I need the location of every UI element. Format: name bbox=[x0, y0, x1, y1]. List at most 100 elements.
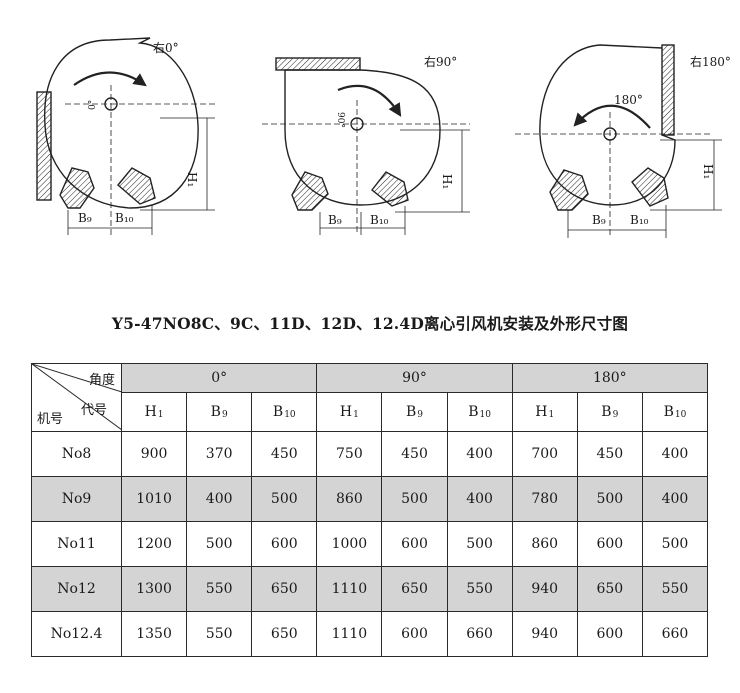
angle-group-header: 180° bbox=[511, 363, 709, 393]
support-left bbox=[549, 169, 589, 211]
table-cell: 700 bbox=[511, 431, 578, 477]
table-corner-cell: 角度 代号 机号 bbox=[31, 363, 122, 432]
center-angle-label-180: 180° bbox=[614, 93, 643, 107]
table-cell: 500 bbox=[381, 476, 448, 522]
table-cell: 940 bbox=[511, 611, 578, 657]
table-cell: 600 bbox=[251, 521, 318, 567]
support-right bbox=[371, 171, 409, 207]
table-cell: 1110 bbox=[316, 611, 383, 657]
table-cell: 650 bbox=[251, 566, 318, 612]
table-row: No12.4 1350 550 650 1110 600 660 940 600… bbox=[31, 611, 709, 657]
table-header-angles: 角度 代号 机号 0° 90° 180° bbox=[31, 363, 709, 432]
fan-diagram-0deg bbox=[36, 37, 215, 235]
support-right bbox=[117, 167, 156, 205]
table-cell: 400 bbox=[446, 431, 513, 477]
table-cell: 600 bbox=[381, 611, 448, 657]
column-header: H1 bbox=[511, 392, 578, 432]
table-cell: 550 bbox=[641, 566, 709, 612]
table-cell: 650 bbox=[381, 566, 448, 612]
angle-label-90: 右90° bbox=[424, 54, 457, 69]
dim-b9-label-90: B₉ bbox=[328, 213, 342, 227]
table-cell: 660 bbox=[641, 611, 709, 657]
table-cell: 500 bbox=[576, 476, 643, 522]
support-left bbox=[291, 171, 329, 211]
row-model: No12 bbox=[31, 566, 122, 612]
dim-b10-label-90: B₁₀ bbox=[370, 213, 389, 227]
fan-diagram-180deg bbox=[515, 44, 722, 238]
table-cell: 1200 bbox=[120, 521, 188, 567]
table-cell: 550 bbox=[186, 566, 253, 612]
table-cell: 550 bbox=[446, 566, 513, 612]
column-header: B10 bbox=[641, 392, 709, 432]
table-row: No8 900 370 450 750 450 400 700 450 400 bbox=[31, 431, 709, 477]
dim-h1-label-0: H₁ bbox=[185, 172, 199, 187]
column-header: B9 bbox=[576, 392, 643, 432]
table-cell: 1110 bbox=[316, 566, 383, 612]
table-cell: 500 bbox=[186, 521, 253, 567]
table-cell: 500 bbox=[446, 521, 513, 567]
table-cell: 650 bbox=[251, 611, 318, 657]
column-header: B9 bbox=[381, 392, 448, 432]
table-cell: 1010 bbox=[120, 476, 188, 522]
table-cell: 750 bbox=[316, 431, 383, 477]
rotation-arrow bbox=[573, 104, 651, 129]
table-cell: 600 bbox=[576, 611, 643, 657]
fan-housing bbox=[43, 37, 199, 209]
table-cell: 450 bbox=[576, 431, 643, 477]
row-model: No12.4 bbox=[31, 611, 122, 657]
table-cell: 600 bbox=[576, 521, 643, 567]
dim-b10-label-0: B₁₀ bbox=[115, 211, 134, 225]
table-cell: 940 bbox=[511, 566, 578, 612]
table-cell: 550 bbox=[186, 611, 253, 657]
table-cell: 1300 bbox=[120, 566, 188, 612]
installation-drawings: 右0° 0° H₁ B₉ B₁₀ 右90° 90° H₁ B₉ B₁₀ bbox=[0, 0, 740, 270]
table-cell: 400 bbox=[641, 476, 709, 522]
corner-model-label: 机号 bbox=[37, 412, 64, 427]
column-header: H1 bbox=[120, 392, 188, 432]
table-cell: 400 bbox=[186, 476, 253, 522]
table-cell: 660 bbox=[446, 611, 513, 657]
table-cell: 1350 bbox=[120, 611, 188, 657]
angle-label-180: 右180° bbox=[690, 54, 731, 69]
center-angle-label-0: 0° bbox=[88, 100, 98, 110]
dim-h1-label-90: H₁ bbox=[440, 174, 454, 189]
table-cell: 600 bbox=[381, 521, 448, 567]
outlet-flange bbox=[275, 57, 361, 71]
table-cell: 450 bbox=[251, 431, 318, 477]
support-right bbox=[631, 167, 669, 207]
table-cell: 400 bbox=[641, 431, 709, 477]
outlet-flange bbox=[36, 91, 52, 201]
column-header: B10 bbox=[446, 392, 513, 432]
row-model: No8 bbox=[31, 431, 122, 477]
table-row: No12 1300 550 650 1110 650 550 940 650 5… bbox=[31, 566, 709, 612]
fan-diagram-90deg bbox=[262, 57, 470, 235]
corner-code-label: 代号 bbox=[80, 403, 107, 418]
table-cell: 500 bbox=[251, 476, 318, 522]
table-cell: 500 bbox=[641, 521, 709, 567]
table-cell: 1000 bbox=[316, 521, 383, 567]
rotation-arrow bbox=[337, 84, 402, 117]
row-model: No9 bbox=[31, 476, 122, 522]
page-title: Y5-47NO8C、9C、11D、12D、12.4D离心引风机安装及外形尺寸图 bbox=[111, 314, 629, 333]
table-cell: 400 bbox=[446, 476, 513, 522]
corner-angle-label: 角度 bbox=[88, 373, 115, 388]
column-header: H1 bbox=[316, 392, 383, 432]
table-cell: 370 bbox=[186, 431, 253, 477]
column-header: B10 bbox=[251, 392, 318, 432]
dim-h1-label-180: H₁ bbox=[701, 164, 715, 179]
outlet-flange bbox=[661, 44, 675, 136]
angle-group-header: 0° bbox=[120, 363, 318, 393]
table-row: No11 1200 500 600 1000 600 500 860 600 5… bbox=[31, 521, 709, 567]
dim-b9-label-0: B₉ bbox=[78, 211, 92, 225]
support-left bbox=[59, 167, 95, 209]
table-row: No9 1010 400 500 860 500 400 780 500 400 bbox=[31, 476, 709, 522]
table-cell: 650 bbox=[576, 566, 643, 612]
table-cell: 860 bbox=[316, 476, 383, 522]
table-cell: 900 bbox=[120, 431, 188, 477]
table-cell: 860 bbox=[511, 521, 578, 567]
row-model: No11 bbox=[31, 521, 122, 567]
table-cell: 450 bbox=[381, 431, 448, 477]
dim-b10-label-180: B₁₀ bbox=[630, 213, 649, 227]
angle-label-0: 右0° bbox=[153, 40, 179, 55]
center-angle-label-90: 90° bbox=[335, 112, 345, 128]
